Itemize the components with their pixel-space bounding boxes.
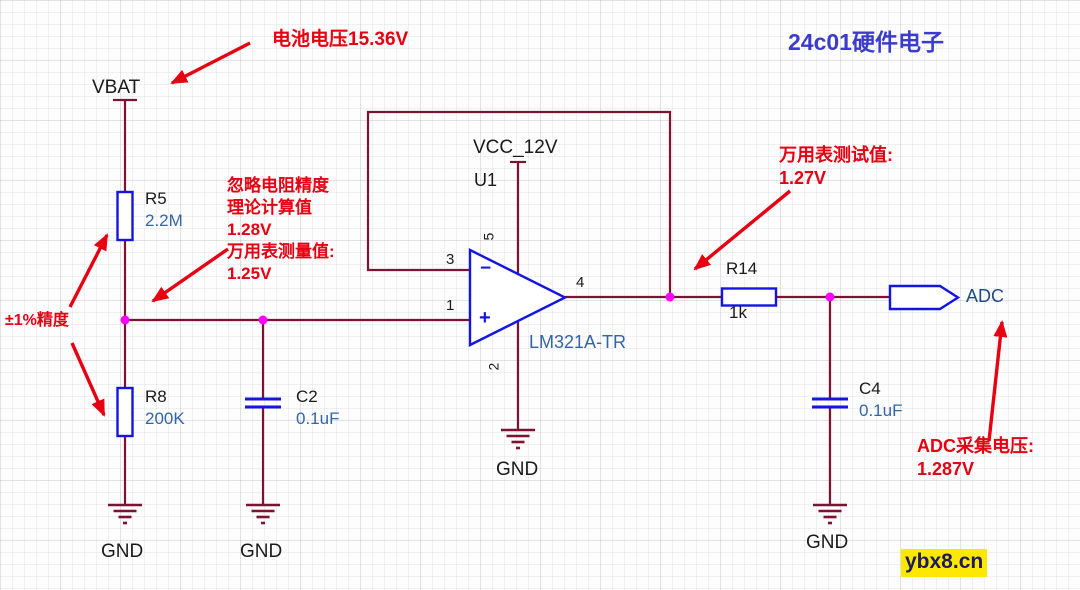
junction-output-node [665, 292, 675, 302]
c4-designator: C4 [859, 379, 881, 398]
r5-value: 2.2M [145, 211, 183, 230]
gnd-label-c2: GND [240, 541, 283, 562]
r8-designator: R8 [145, 387, 167, 406]
component-bodies [116, 190, 961, 438]
calc-values-note: 忽略电阻精度 理论计算值 1.28V 万用表测量值: 1.25V [227, 176, 335, 283]
capacitor-plates [245, 397, 848, 409]
resistor-r5-body [116, 190, 134, 242]
net-label-vcc: VCC_12V [473, 137, 558, 158]
u1-pin5-number: 5 [480, 232, 497, 241]
wire-feedback-loop [366, 110, 672, 297]
adc-voltage-note: ADC采集电压: 1.287V [917, 436, 1034, 479]
watermark: ybx8.cn [901, 549, 988, 577]
u1-value: LM321A-TR [529, 332, 627, 352]
arrow-adcnote-to-port [987, 320, 1008, 442]
battery-voltage-note: 电池电压15.36V [272, 29, 409, 50]
gnd-label-c4: GND [806, 532, 849, 553]
page-title: 24c01硬件电子 [788, 29, 944, 55]
resistor-r14-body [720, 287, 778, 307]
net-label-vbat: VBAT [92, 77, 141, 98]
tolerance-note: ±1%精度 [5, 312, 69, 329]
gnd-symbol-c4 [813, 503, 847, 525]
r14-designator: R14 [726, 259, 758, 278]
opamp-inverting-sign: − [480, 258, 492, 279]
junction-dots [120, 292, 835, 325]
gnd-label-r8: GND [101, 541, 144, 562]
adc-port-label: ADC [966, 286, 1005, 306]
arrow-tolerance-to-r8 [70, 342, 106, 417]
opamp-noninverting-sign: + [479, 307, 491, 329]
gnd-label-opamp: GND [496, 459, 539, 480]
u1-pin2-number: 2 [485, 362, 502, 371]
meter-test-note: 万用表测试值: 1.27V [779, 145, 893, 188]
junction-c2-node [258, 315, 268, 325]
gnd-symbol-c2 [246, 503, 280, 525]
r5-designator: R5 [145, 189, 167, 208]
arrow-calc-to-node [151, 247, 229, 303]
r14-value: 1k [729, 303, 747, 322]
adc-port-symbol [888, 284, 961, 311]
c4-value: 0.1uF [859, 401, 903, 420]
junction-divider-node [120, 315, 130, 325]
c2-designator: C2 [296, 387, 318, 406]
annotation-arrows [68, 41, 1008, 442]
r8-value: 200K [145, 409, 185, 428]
u1-pin4-number: 4 [576, 274, 585, 291]
c2-value: 0.1uF [296, 409, 340, 428]
u1-pin3-number: 3 [446, 251, 455, 268]
arrow-tolerance-to-r5 [68, 233, 109, 308]
arrow-meter-to-node [693, 189, 792, 271]
arrow-battery-to-vbat [170, 41, 251, 85]
junction-c4-node [825, 292, 835, 302]
opamp-u1-body [468, 248, 568, 347]
u1-designator: U1 [474, 170, 498, 190]
resistor-r8-body [116, 386, 134, 438]
gnd-symbol-opamp [501, 428, 535, 450]
gnd-symbol-r8 [108, 503, 142, 525]
u1-pin1-number: 1 [446, 297, 455, 314]
